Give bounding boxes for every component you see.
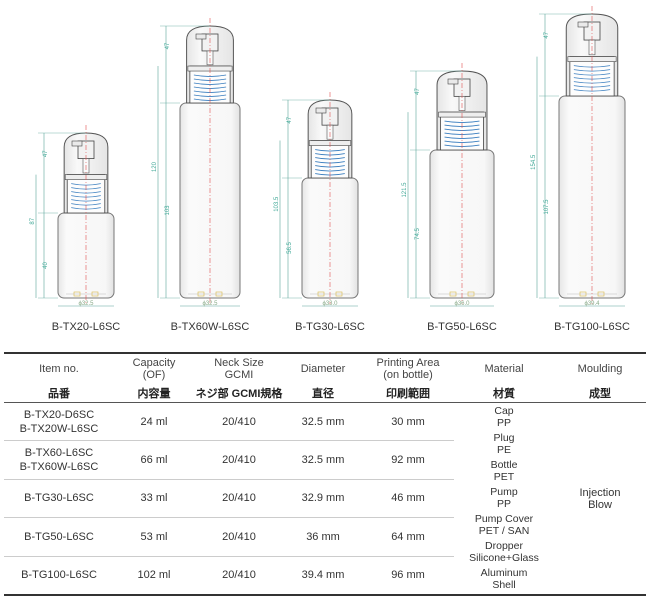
cell-capacity: 24 ml [114,402,194,442]
cell-diameter: 36 mm [284,517,362,557]
cell-neck: 20/410 [194,556,284,596]
cell-neck: 20/410 [194,479,284,519]
cell-diameter: 32.5 mm [284,402,362,442]
model-label: B-TX20-L6SC [51,321,121,333]
dimension-label: 47 [165,42,171,49]
cell-print: 30 mm [362,402,454,442]
header-jp: 直径 [284,384,362,403]
bottle-B-TG30-L6SC: 47 103.5 56.5 ϕ33.0 [274,92,359,307]
dimension-label: 87 [30,217,36,224]
diameter-label: ϕ32.5 [78,301,94,307]
cell-neck: 20/410 [194,402,284,442]
dimension-label: 47 [415,88,421,95]
cell-neck: 20/410 [194,517,284,557]
cell-capacity: 53 ml [114,517,194,557]
dimension-label: 154.5 [531,154,537,170]
header-en: Printing Area(on bottle) [376,357,440,381]
dimension-label: 120 [152,161,158,172]
cell-item: B-TG50-L6SC [4,517,114,557]
header-jp: 品番 [4,384,114,403]
cell-print: 46 mm [362,479,454,519]
model-label: B-TX60W-L6SC [170,321,250,333]
cell-capacity: 102 ml [114,556,194,596]
model-label: B-TG100-L6SC [554,321,630,333]
cell-print: 96 mm [362,556,454,596]
bottle-B-TX60W-L6SC: 47 120 103 ϕ32.5 [152,18,241,307]
header-en: Capacity(OF) [132,357,176,381]
dimension-label: 107.5 [544,199,550,215]
bottle-B-TX20-L6SC: 47 87 40 ϕ32.5 [30,125,115,307]
dimension-label: 103.5 [274,196,280,212]
diameter-label: ϕ36.0 [454,301,470,307]
bottle-B-TG100-L6SC: 47 154.5 107.5 ϕ39.4 [531,6,626,307]
cell-item: B-TG100-L6SC [4,556,114,596]
dimension-label: 56.5 [287,242,293,254]
dimension-label: 47 [43,150,49,157]
cell-diameter: 32.9 mm [284,479,362,519]
dimension-label: 40 [43,262,49,269]
model-label: B-TG30-L6SC [295,321,365,333]
header-en: Diameter [300,363,346,375]
bottle-B-TG50-L6SC: 47 121.5 74.5 ϕ36.0 [402,63,495,307]
diameter-label: ϕ33.0 [322,301,338,307]
model-label: B-TG50-L6SC [427,321,497,333]
header-jp: ネジ部 GCMI規格 [194,384,284,403]
header-en: Material [484,363,524,375]
header-en: Item no. [39,363,79,375]
diameter-label: ϕ32.5 [202,301,218,307]
cell-item: B-TG30-L6SC [4,479,114,519]
cell-capacity: 33 ml [114,479,194,519]
dimension-label: 121.5 [402,182,408,198]
dimension-label: 103 [165,205,171,216]
diameter-label: ϕ39.4 [584,301,600,307]
cell-print: 64 mm [362,517,454,557]
dimension-label: 74.5 [415,228,421,240]
header-jp: 内容量 [114,384,194,403]
dimension-label: 47 [287,116,293,123]
header-jp: 印刷範囲 [362,384,454,403]
header-jp: 成型 [554,384,646,403]
cell-diameter: 39.4 mm [284,556,362,596]
cell-neck: 20/410 [194,440,284,480]
dimension-label: 47 [544,31,550,38]
bottle-drawings: 47 87 40 ϕ32.5 47 120 103 ϕ32.5 47 103.5 56.5 ϕ33.0… [30,6,626,307]
cell-print: 92 mm [362,440,454,480]
header-jp: 材質 [454,384,554,403]
header-en: Moulding [577,363,623,375]
cell-capacity: 66 ml [114,440,194,480]
cell-diameter: 32.5 mm [284,440,362,480]
